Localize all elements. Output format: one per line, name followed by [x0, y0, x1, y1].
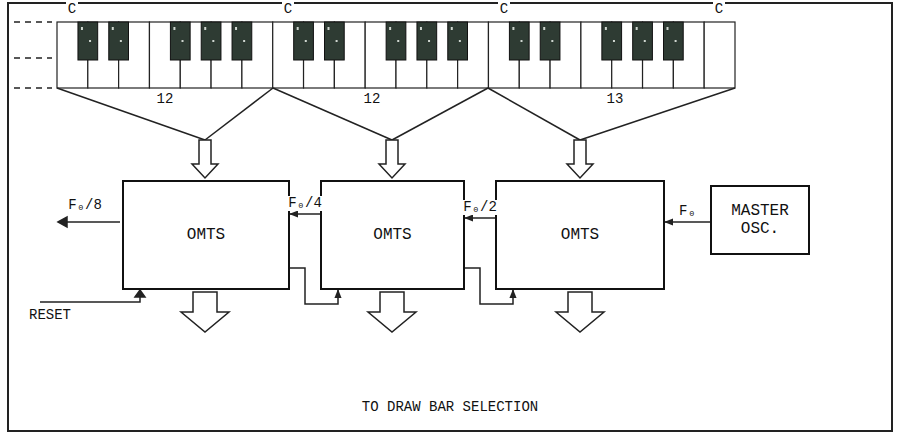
- black-key: [664, 22, 684, 60]
- black-key: [201, 22, 221, 60]
- key-speckle: [297, 27, 299, 30]
- key-speckle: [675, 40, 677, 42]
- key-speckle: [305, 40, 307, 42]
- black-key: [325, 22, 345, 60]
- key-speckle: [235, 27, 237, 30]
- black-key: [386, 22, 406, 60]
- black-key: [78, 22, 98, 60]
- key-speckle: [605, 27, 607, 30]
- note-label: C: [66, 2, 78, 17]
- black-key: [294, 22, 314, 60]
- key-speckle: [112, 27, 114, 30]
- continuation-dashes: [14, 22, 52, 88]
- signal-name: F₀/2: [461, 200, 499, 215]
- key-speckle: [451, 27, 453, 30]
- divider-box: OMTS: [122, 180, 290, 290]
- key-speckle: [120, 40, 122, 42]
- oscillator-box: MASTER OSC.: [710, 185, 810, 255]
- key-speckle: [459, 40, 461, 42]
- key-speckle: [428, 40, 430, 42]
- box-text: OMTS: [183, 224, 229, 246]
- signal-connector: [665, 221, 710, 223]
- box-text: MASTER OSC.: [712, 200, 808, 241]
- note-label: C: [282, 2, 294, 17]
- key-speckle: [543, 27, 545, 30]
- reset-wire: [40, 290, 145, 302]
- black-key: [540, 22, 560, 60]
- output-wire: [58, 217, 120, 227]
- black-key: [602, 22, 622, 60]
- signal-name: F₀: [677, 204, 698, 219]
- key-speckle: [613, 40, 615, 42]
- signal-connector: [465, 217, 495, 219]
- black-key: [417, 22, 437, 60]
- key-speckle: [243, 40, 245, 42]
- note-label: C: [498, 2, 510, 17]
- piano-keyboard: [57, 22, 735, 88]
- signal-name: RESET: [27, 308, 73, 323]
- key-speckle: [182, 40, 184, 42]
- key-speckle: [636, 27, 638, 30]
- key-count: 13: [605, 92, 626, 107]
- key-speckle: [389, 27, 391, 30]
- key-count: 12: [155, 92, 176, 107]
- key-speckle: [328, 27, 330, 30]
- box-text: OMTS: [557, 224, 603, 246]
- signal-connector: [290, 213, 320, 215]
- figure-frame: [8, 3, 892, 431]
- black-key: [232, 22, 252, 60]
- black-key: [170, 22, 190, 60]
- signal-name: F₀/8: [66, 198, 104, 213]
- signal-name: F₀/4: [286, 196, 324, 211]
- key-speckle: [644, 40, 646, 42]
- divider-box: OMTS: [320, 180, 465, 290]
- key-speckle: [89, 40, 91, 42]
- key-speckle: [420, 27, 422, 30]
- key-speckle: [336, 40, 338, 42]
- key-speckle: [212, 40, 214, 42]
- key-speckle: [397, 40, 399, 42]
- key-speckle: [81, 27, 83, 30]
- key-speckle: [512, 27, 514, 30]
- key-speckle: [173, 27, 175, 30]
- black-key: [633, 22, 653, 60]
- note-label: C: [713, 2, 725, 17]
- key-speckle: [667, 27, 669, 30]
- key-count: 12: [362, 92, 383, 107]
- white-key: [704, 22, 735, 88]
- caption-note: TO DRAW BAR SELECTION: [360, 400, 540, 415]
- key-speckle: [521, 40, 523, 42]
- key-speckle: [551, 40, 553, 42]
- black-key: [109, 22, 129, 60]
- key-speckle: [204, 27, 206, 30]
- key-group-funnels: [57, 88, 735, 140]
- divider-box: OMTS: [495, 180, 665, 290]
- black-key: [448, 22, 468, 60]
- box-text: OMTS: [369, 224, 415, 246]
- black-key: [509, 22, 529, 60]
